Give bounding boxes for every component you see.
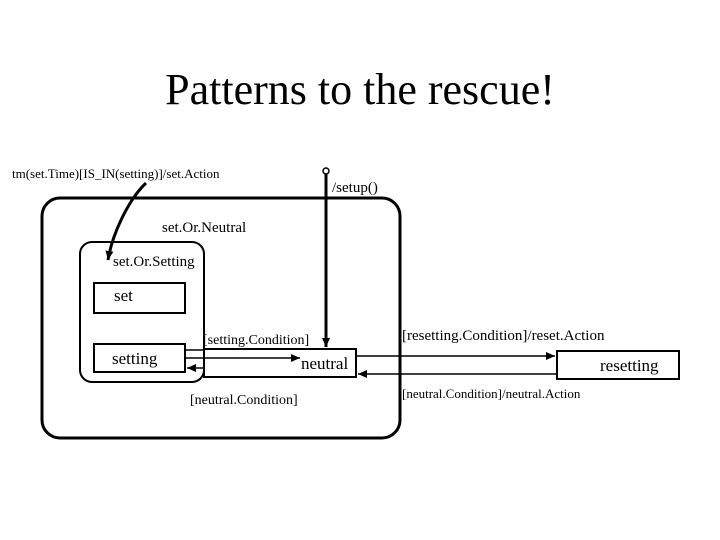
outer-state-box (40, 196, 402, 440)
tm-transition-label: tm(set.Time)[IS_IN(setting)]/set.Action (12, 166, 220, 181)
inner-state-box (79, 241, 205, 383)
resetting-state-box (556, 350, 680, 380)
setting-state-label: setting (112, 349, 158, 368)
neutral-condition-action-label: [neutral.Condition]/neutral.Action (402, 386, 581, 401)
neutral-to-setting-arrow (187, 364, 205, 377)
resetting-condition-label: [resetting.Condition]/reset.Action (402, 328, 605, 344)
setup-transition-label: /setup() (332, 180, 378, 196)
initial-pseudostate (322, 167, 330, 175)
slide-title: Patterns to the rescue! (165, 65, 555, 114)
tm-transition-arrow (105, 181, 148, 261)
inner-state-label: set.Or.Setting (113, 254, 195, 270)
set-state-box (93, 282, 186, 314)
setting-state-box (93, 343, 186, 373)
outer-state-label: set.Or.Neutral (162, 220, 246, 236)
setting-condition-label: [setting.Condition] (203, 333, 309, 348)
neutral-state-box (203, 348, 357, 378)
set-state-label: set (114, 286, 133, 305)
resetting-state-label: resetting (600, 356, 659, 375)
neutral-condition-label: [neutral.Condition] (190, 393, 298, 408)
neutral-state-label: neutral (301, 354, 348, 373)
